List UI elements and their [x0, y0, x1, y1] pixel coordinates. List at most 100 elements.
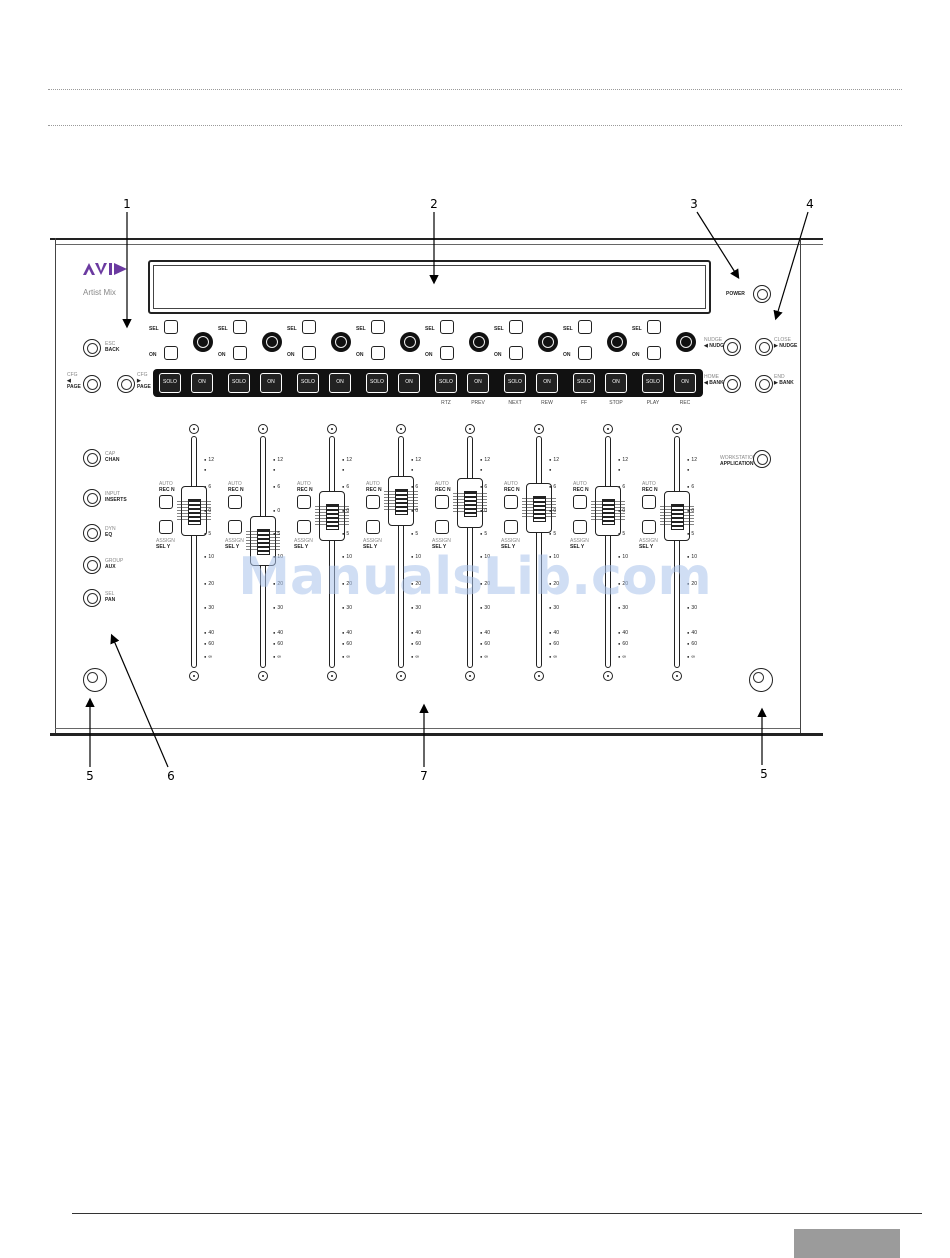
sel-y-button[interactable] [504, 520, 518, 534]
application-button[interactable] [753, 450, 771, 468]
bank-left-button[interactable] [723, 375, 741, 393]
model-name: Artist Mix [83, 288, 116, 297]
rec-button[interactable] [159, 495, 173, 509]
rec-button[interactable] [366, 495, 380, 509]
on-big-button[interactable]: ON [467, 373, 489, 393]
callout-3: 3 [690, 197, 698, 211]
fader-cap[interactable] [660, 491, 694, 541]
sel-y-button[interactable] [573, 520, 587, 534]
back-button[interactable] [83, 339, 101, 357]
solo-button[interactable]: SOLO [573, 373, 595, 393]
fader-track [467, 436, 473, 668]
sel-label: SEL [356, 326, 366, 332]
sel-y-button[interactable] [297, 520, 311, 534]
on-button[interactable] [440, 346, 454, 360]
fader-top-screw [672, 424, 682, 434]
rotary-encoder[interactable] [607, 332, 627, 352]
solo-button[interactable]: SOLO [228, 373, 250, 393]
mode-chan-button[interactable] [83, 449, 101, 467]
mode-pan-button[interactable] [83, 589, 101, 607]
mode-aux-button[interactable] [83, 556, 101, 574]
fader-track [329, 436, 335, 668]
mode-eq-button[interactable] [83, 524, 101, 542]
sel-button[interactable] [233, 320, 247, 334]
rotary-encoder[interactable] [331, 332, 351, 352]
fader-cap[interactable] [177, 486, 211, 536]
on-big-button[interactable]: ON [536, 373, 558, 393]
bank-right-button[interactable] [755, 375, 773, 393]
solo-button[interactable]: SOLO [642, 373, 664, 393]
rotary-encoder[interactable] [538, 332, 558, 352]
nudge-left-button[interactable] [723, 338, 741, 356]
fader-scale-tick: 30 [411, 605, 421, 611]
page-left-label: CFG◀PAGE [67, 372, 81, 390]
frame-left [55, 238, 56, 734]
on-button[interactable] [371, 346, 385, 360]
sel-button[interactable] [302, 320, 316, 334]
rotary-encoder[interactable] [262, 332, 282, 352]
on-button[interactable] [647, 346, 661, 360]
fader-cap[interactable] [246, 516, 280, 566]
page-left-button[interactable] [83, 375, 101, 393]
rec-button[interactable] [228, 495, 242, 509]
fader-scale-tick: 6 [204, 484, 211, 490]
on-button[interactable] [509, 346, 523, 360]
sel-y-button[interactable] [642, 520, 656, 534]
fader-track [536, 436, 542, 668]
rec-button[interactable] [297, 495, 311, 509]
rec-button[interactable] [435, 495, 449, 509]
solo-button[interactable]: SOLO [366, 373, 388, 393]
sel-y-button[interactable] [366, 520, 380, 534]
on-big-button[interactable]: ON [260, 373, 282, 393]
rotary-encoder[interactable] [469, 332, 489, 352]
fader-cap[interactable] [384, 476, 418, 526]
nudge-left-label: NUDGE◀ NUDGE [704, 337, 728, 349]
solo-button[interactable]: SOLO [159, 373, 181, 393]
solo-button[interactable]: SOLO [504, 373, 526, 393]
nudge-right-button[interactable] [755, 338, 773, 356]
fader-cap[interactable] [591, 486, 625, 536]
solo-button[interactable]: SOLO [297, 373, 319, 393]
on-big-button[interactable]: ON [605, 373, 627, 393]
fader-scale-tick: 0 [480, 508, 487, 514]
bank-left-label: HOME◀ BANK [704, 374, 724, 386]
transport-label: RTZ [441, 400, 451, 406]
power-button[interactable] [753, 285, 771, 303]
fader-cap[interactable] [315, 491, 349, 541]
fader-scale-tick: 12 [342, 457, 352, 463]
fader-scale-tick: 10 [618, 554, 628, 560]
on-button[interactable] [164, 346, 178, 360]
fader-scale-tick: 30 [480, 605, 490, 611]
transport-label: REC [679, 400, 691, 406]
sel-y-button[interactable] [435, 520, 449, 534]
page-right-button[interactable] [117, 375, 135, 393]
sel-button[interactable] [578, 320, 592, 334]
on-big-button[interactable]: ON [398, 373, 420, 393]
sel-button[interactable] [371, 320, 385, 334]
sel-label: SEL [425, 326, 435, 332]
sel-button[interactable] [164, 320, 178, 334]
sel-button[interactable] [647, 320, 661, 334]
solo-button[interactable]: SOLO [435, 373, 457, 393]
sel-button[interactable] [440, 320, 454, 334]
on-big-button[interactable]: ON [329, 373, 351, 393]
sel-button[interactable] [509, 320, 523, 334]
rotary-encoder[interactable] [676, 332, 696, 352]
on-big-button[interactable]: ON [191, 373, 213, 393]
rec-button[interactable] [642, 495, 656, 509]
sel-y-button[interactable] [159, 520, 173, 534]
mode-inserts-button[interactable] [83, 489, 101, 507]
on-button[interactable] [578, 346, 592, 360]
fader-cap[interactable] [453, 478, 487, 528]
on-button[interactable] [302, 346, 316, 360]
rotary-encoder[interactable] [193, 332, 213, 352]
rec-button[interactable] [504, 495, 518, 509]
on-button[interactable] [233, 346, 247, 360]
sel-y-button[interactable] [228, 520, 242, 534]
rec-button[interactable] [573, 495, 587, 509]
on-big-button[interactable]: ON [674, 373, 696, 393]
rotary-encoder[interactable] [400, 332, 420, 352]
